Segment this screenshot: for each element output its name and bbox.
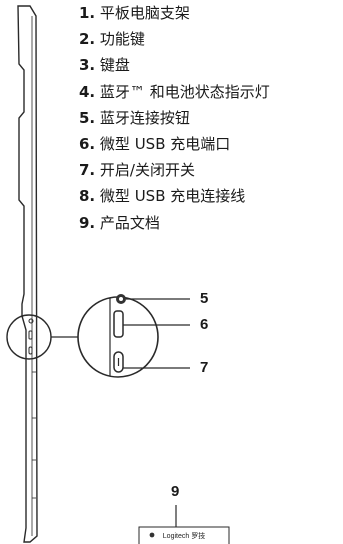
usb-port — [113, 310, 124, 338]
list-item: 3. 键盘 — [79, 56, 130, 75]
list-item: 9. 产品文档 — [79, 213, 160, 232]
document-logo-text: Logitech 罗技 — [162, 533, 206, 540]
list-item: 1. 平板电脑支架 — [79, 4, 190, 22]
list-item: 8. 微型 USB 充电连接线 — [79, 187, 246, 206]
power-switch — [113, 351, 124, 373]
list-item: 7. 开启/关闭开关 — [79, 161, 195, 180]
parts-list: 1. 平板电脑支架 2. 功能键 3. 键盘 4. 蓝牙™ 和电池状态指示灯 5… — [79, 0, 270, 236]
callout-9: 9 — [171, 483, 180, 500]
callout-6: 6 — [200, 316, 209, 333]
logitech-logo-icon — [149, 532, 155, 538]
callout-7: 7 — [200, 359, 209, 376]
callout-5: 5 — [200, 290, 209, 307]
list-item: 2. 功能键 — [79, 30, 145, 49]
list-item: 4. 蓝牙™ 和电池状态指示灯 — [79, 82, 270, 101]
list-item: 5. 蓝牙连接按钮 — [79, 108, 190, 127]
keyboard-edge-outline — [17, 5, 38, 543]
side-ports-small — [28, 318, 34, 355]
document-outline — [138, 526, 230, 544]
bluetooth-button — [116, 294, 126, 304]
list-item: 6. 微型 USB 充电端口 — [79, 134, 231, 153]
keyboard-segment-marks — [32, 371, 36, 499]
